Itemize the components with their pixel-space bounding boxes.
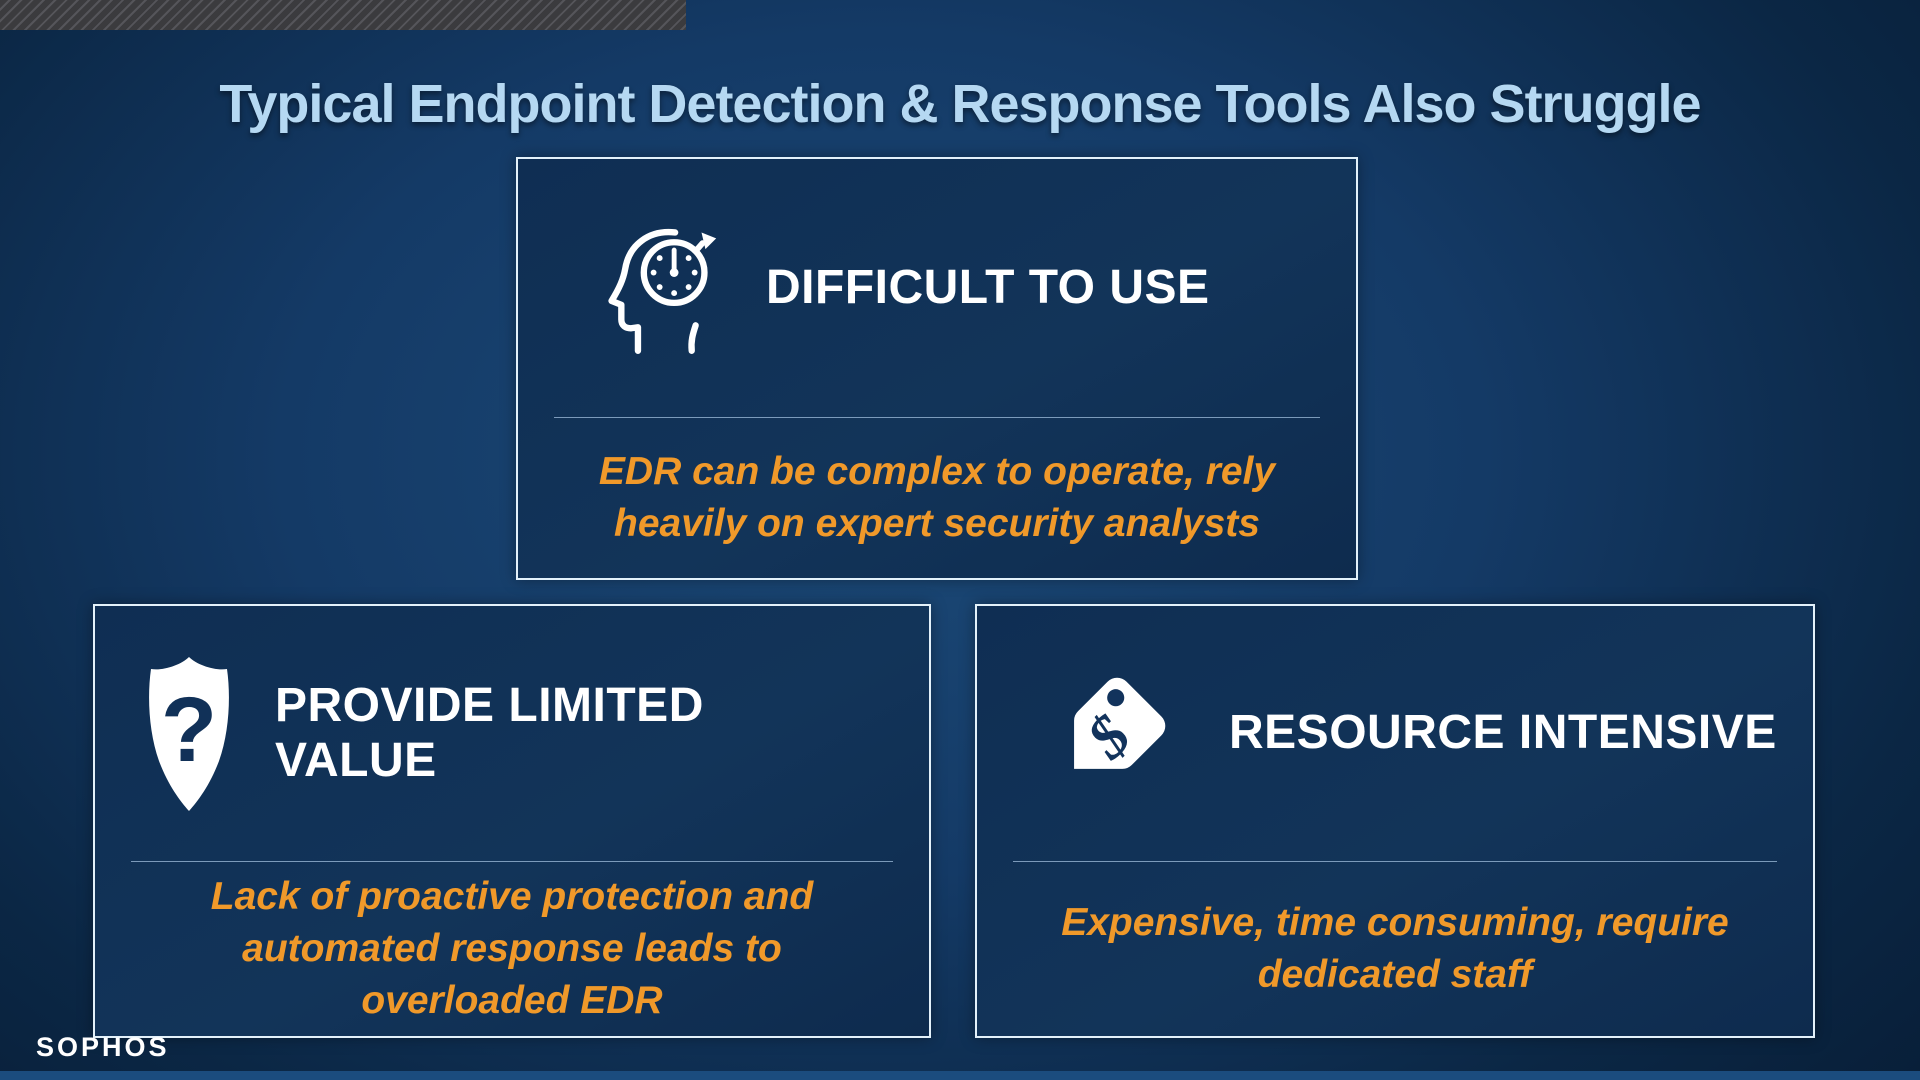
card-title: DIFFICULT TO USE xyxy=(766,260,1210,314)
question-mark-glyph: ? xyxy=(161,679,217,781)
card-divider xyxy=(131,861,893,862)
card-header: DIFFICULT TO USE xyxy=(518,159,1356,417)
card-title: RESOURCE INTENSIVE xyxy=(1229,706,1777,760)
sophos-logo: SOPHOS xyxy=(36,1032,170,1062)
head-stopwatch-icon xyxy=(592,222,724,372)
card-divider xyxy=(554,417,1320,418)
card-difficult-to-use: DIFFICULT TO USE EDR can be complex to o… xyxy=(516,157,1358,580)
card-resource-intensive: $ RESOURCE INTENSIVE Expensive, time con… xyxy=(975,604,1815,1038)
page-title: Typical Endpoint Detection & Response To… xyxy=(219,74,1701,135)
card-divider xyxy=(1013,861,1777,862)
price-tag-icon: $ xyxy=(1033,654,1185,814)
bottom-edge-strip xyxy=(0,1071,1920,1080)
top-hatch-decoration xyxy=(0,0,686,30)
shield-question-icon: ? xyxy=(139,649,239,819)
card-header: $ RESOURCE INTENSIVE xyxy=(977,606,1813,861)
